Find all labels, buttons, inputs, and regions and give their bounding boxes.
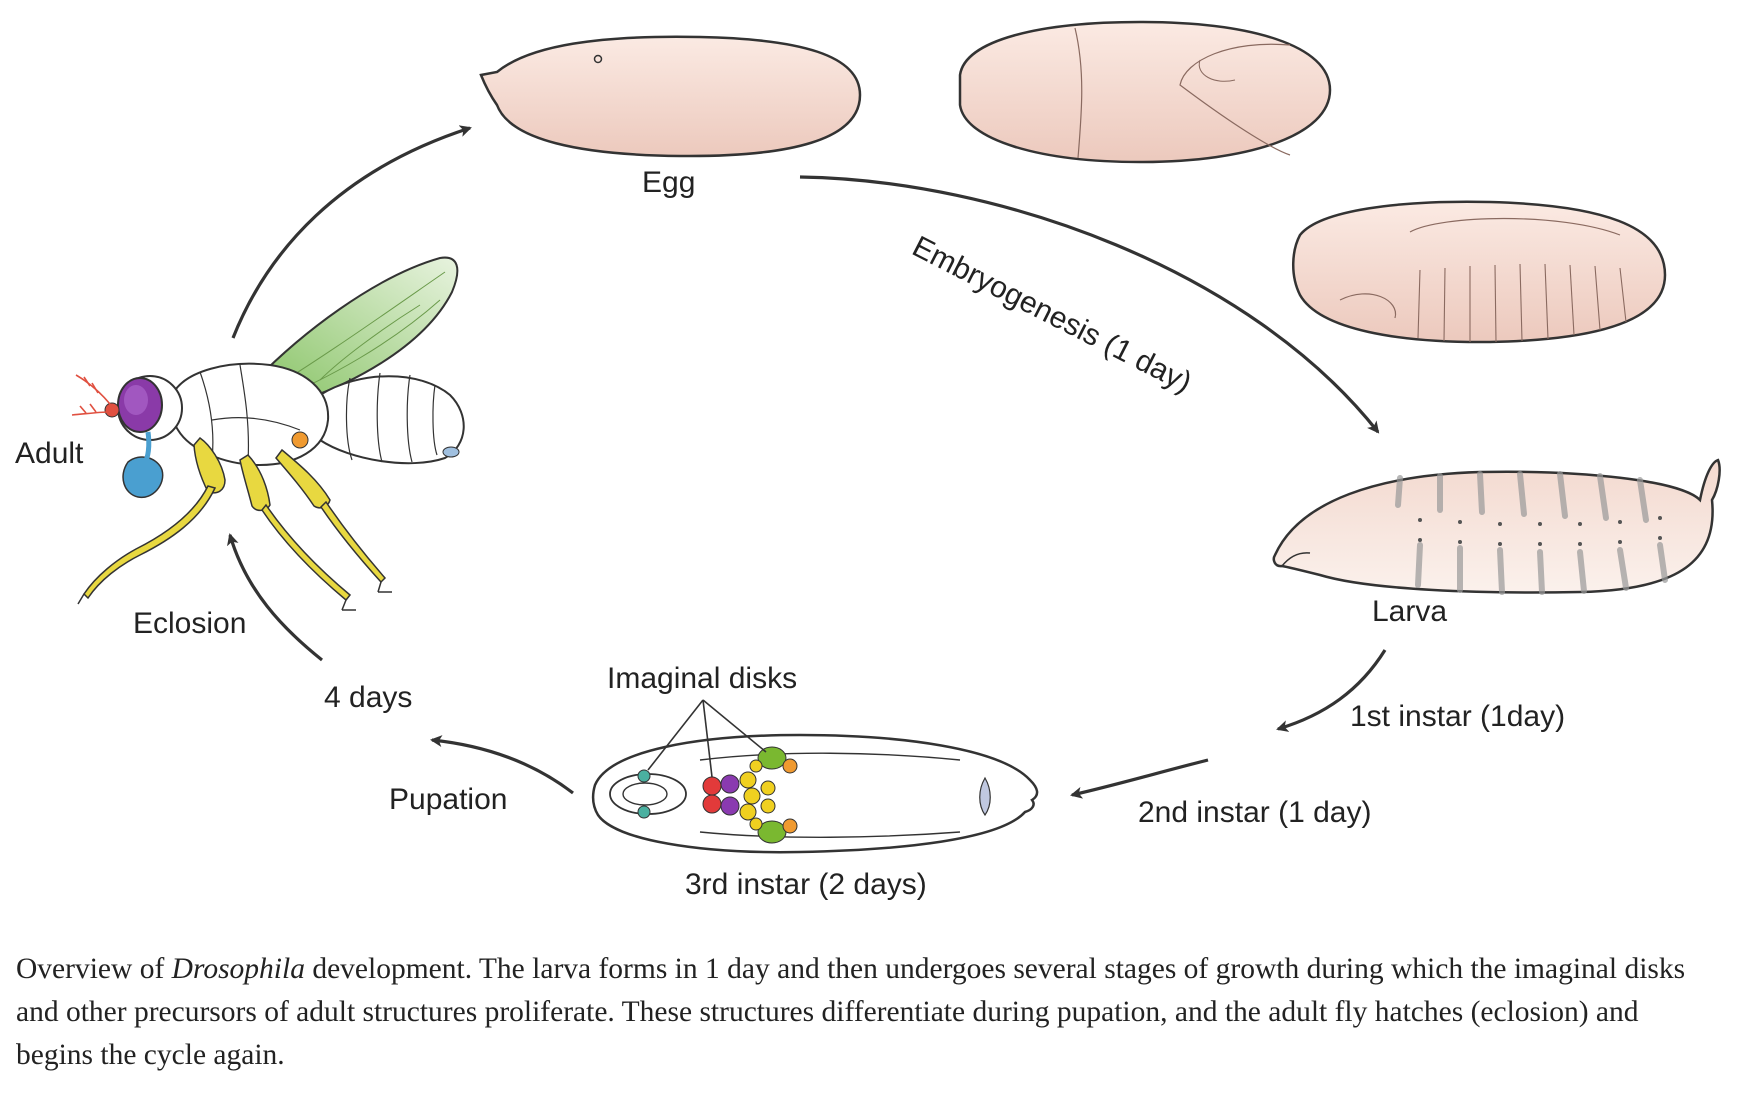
imaginal-disk-cluster [637, 746, 798, 844]
caption-text-start: Overview of [16, 953, 172, 985]
third-instar-illustration [591, 699, 1039, 854]
larva-illustration [1272, 458, 1721, 595]
arrow-embryogenesis [799, 175, 1380, 434]
embryo-stage-1-illustration [958, 20, 1332, 164]
larva-label: Larva [1372, 595, 1448, 628]
adult-label: Adult [15, 437, 84, 470]
caption-species-name: Drosophila [171, 953, 305, 985]
egg-illustration [479, 35, 862, 158]
embryo-stage-2-illustration [1292, 200, 1667, 344]
first-instar-label: 1st instar (1day) [1350, 700, 1566, 733]
pupation-label: Pupation [389, 783, 508, 816]
caption-text-rest: development. The larva forms in 1 day an… [16, 953, 1686, 1071]
adult-fly-illustration [71, 256, 465, 611]
arrow-first-instar [1276, 649, 1387, 732]
arrow-pupation [430, 735, 574, 795]
four-days-label: 4 days [324, 681, 413, 714]
eclosion-label: Eclosion [133, 607, 247, 640]
figure-caption: Overview of Drosophila development. The … [16, 948, 1716, 1077]
imaginal-disk-pointers [647, 699, 767, 778]
arrow-eclosion [227, 533, 323, 662]
third-instar-label: 3rd instar (2 days) [685, 868, 927, 901]
arrow-adult-to-egg [231, 125, 472, 339]
imaginal-disks-label: Imaginal disks [607, 662, 798, 695]
second-instar-label: 2nd instar (1 day) [1138, 796, 1372, 829]
egg-label: Egg [642, 166, 696, 199]
arrow-second-instar [1070, 758, 1209, 799]
lifecycle-diagram [71, 20, 1721, 854]
